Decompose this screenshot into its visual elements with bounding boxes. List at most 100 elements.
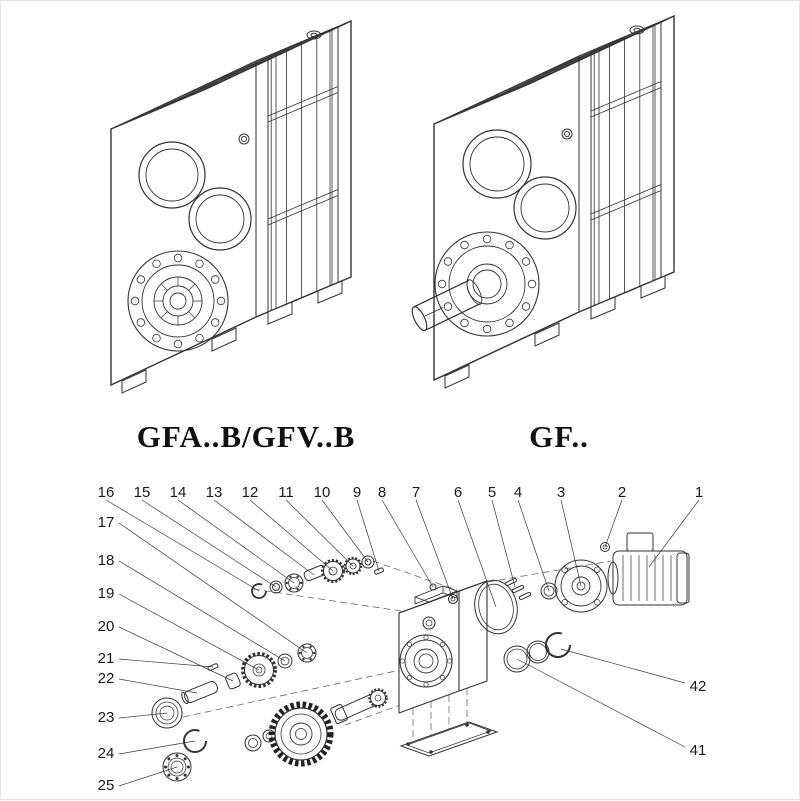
- leader-line: [118, 658, 214, 668]
- circlip: [251, 583, 267, 599]
- washer: [277, 653, 293, 669]
- model-label-left: GFA..B/GFV..B: [136, 419, 356, 454]
- leader-line: [560, 648, 686, 684]
- output-flange: [127, 250, 229, 352]
- part-number: 4: [514, 484, 522, 501]
- leader-line: [118, 740, 196, 755]
- input-bores: [138, 141, 252, 251]
- output-shaft-parts: [151, 643, 388, 782]
- spacer-ring: [540, 582, 558, 600]
- leader-line: [517, 499, 550, 592]
- leader-line: [491, 499, 516, 588]
- bolt-holes: [437, 234, 537, 334]
- collar: [225, 672, 241, 690]
- part-number: 12: [242, 484, 259, 501]
- upper-bore: [422, 616, 436, 630]
- feet: [444, 275, 666, 389]
- model-label-right: GF..: [529, 419, 589, 454]
- leader-line: [381, 499, 434, 588]
- part-number: 1: [695, 484, 703, 501]
- part-number: 11: [278, 484, 294, 501]
- part-number: 10: [314, 484, 331, 501]
- output-shaft: [411, 279, 483, 332]
- leader-line: [118, 766, 178, 787]
- gearbox-drawing-gfab-gfvb: [110, 19, 352, 394]
- part-number: 2: [618, 484, 626, 501]
- part-number: 13: [206, 484, 223, 501]
- input-bores: [462, 129, 577, 240]
- part-number: 15: [134, 484, 151, 501]
- leader-line: [177, 499, 295, 584]
- motor-fins: [622, 555, 672, 601]
- housing-bolt: [429, 583, 437, 591]
- motor-face: [607, 561, 619, 595]
- leader-line: [648, 499, 700, 568]
- main-gear: [268, 701, 334, 767]
- front-plug: [561, 128, 573, 140]
- leader-line: [118, 560, 286, 662]
- leader-line: [285, 499, 354, 567]
- washer: [361, 555, 375, 569]
- side-ribs: [270, 29, 333, 311]
- snap-ring: [545, 632, 571, 658]
- housing-body: [398, 580, 488, 714]
- housing-flange: [399, 634, 453, 688]
- part-number: 25: [98, 777, 115, 794]
- gasket-ring: [474, 579, 518, 635]
- part-number: 5: [488, 484, 496, 501]
- part-number: 23: [98, 709, 115, 726]
- part-number: 18: [98, 552, 115, 569]
- part-number: 17: [98, 514, 115, 531]
- part-number: 6: [454, 484, 462, 501]
- part-number: 21: [98, 650, 115, 667]
- junction-box: [626, 532, 654, 552]
- bearing: [284, 573, 304, 593]
- keyway: [424, 307, 444, 317]
- leader-line: [415, 499, 454, 600]
- housing-plug: [447, 593, 459, 605]
- input-shaft-parts: [251, 555, 384, 599]
- leader-line: [118, 593, 260, 671]
- exploded-view-diagram: 1615141312111098765432117181920212223242…: [98, 484, 707, 794]
- part-number: 8: [378, 484, 386, 501]
- leader-line: [604, 499, 623, 548]
- part-number: 9: [353, 484, 361, 501]
- leader-line: [118, 522, 308, 654]
- side-ribs: [593, 24, 656, 306]
- roller-bearing: [162, 752, 192, 782]
- motor: [600, 532, 690, 606]
- oil-seal: [151, 697, 183, 729]
- shaft: [183, 681, 219, 703]
- leader-line: [321, 499, 369, 563]
- leader-line: [118, 678, 198, 694]
- leader-line: [356, 499, 380, 572]
- leader-line: [516, 658, 686, 748]
- gearbox-drawing-gf: [411, 14, 675, 389]
- front-plug: [238, 133, 250, 145]
- top-ribs: [131, 31, 328, 120]
- output-rings: [503, 632, 571, 673]
- part-number: 7: [412, 484, 420, 501]
- leader-line: [105, 499, 260, 592]
- fan-cover: [676, 552, 690, 604]
- bolt-holes: [130, 253, 226, 349]
- leader-line: [457, 499, 497, 608]
- leader-line: [118, 712, 168, 719]
- part-number: 14: [170, 484, 187, 501]
- feet: [121, 280, 343, 394]
- leader-line: [213, 499, 315, 576]
- snap-ring: [183, 729, 207, 753]
- washer: [244, 734, 262, 752]
- construction-lines: [182, 560, 612, 747]
- eye-bolt: [600, 542, 610, 552]
- motor-side-parts: [474, 532, 690, 635]
- washer: [269, 580, 283, 594]
- part-number: 16: [98, 484, 115, 501]
- leader-line: [118, 626, 234, 682]
- leader-line: [560, 499, 582, 587]
- motor-flange: [554, 559, 608, 613]
- key: [207, 663, 219, 671]
- motor-body: [612, 550, 688, 606]
